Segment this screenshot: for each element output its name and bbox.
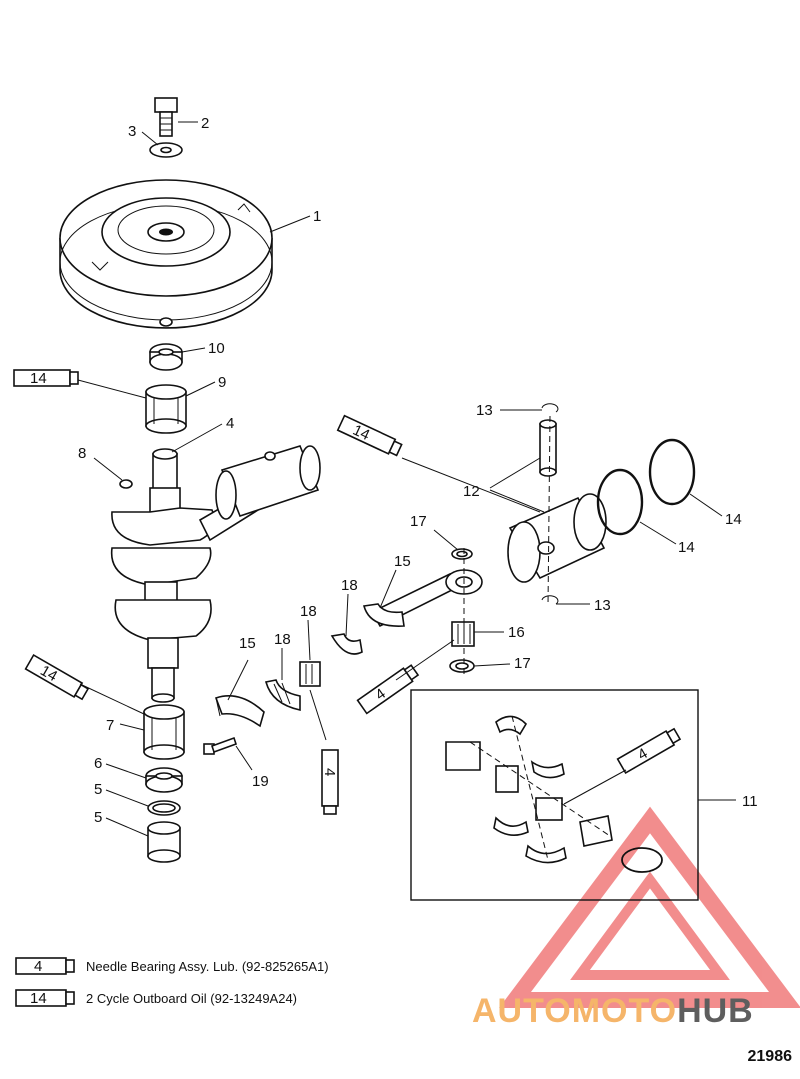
legend-item-outboard-oil: 2 Cycle Outboard Oil (92-13249A24) <box>86 991 298 1007</box>
callout-16: 16 <box>508 624 525 641</box>
lube-tube-icon: 14 <box>336 414 403 457</box>
bearing-cage-part-18-a <box>265 679 301 711</box>
svg-text:14: 14 <box>30 990 47 1007</box>
clip-part-13-bottom <box>541 595 559 605</box>
watermark-logo <box>499 806 800 1008</box>
tube-label: 14 <box>30 370 47 387</box>
bearing-cage-part-18-b <box>299 661 321 687</box>
tube-label: 14 <box>37 662 60 685</box>
lube-tube-icon: 4 <box>356 664 420 715</box>
washer-part-17-bottom <box>449 659 475 673</box>
lube-tube-icon: 4 <box>616 727 682 775</box>
bearing-part-9 <box>145 384 187 434</box>
callout-10: 10 <box>208 340 225 357</box>
callout-numbers: 2 3 1 10 9 4 8 7 6 5 5 15 19 18 18 18 15… <box>78 115 758 826</box>
ring-part-5 <box>147 800 181 816</box>
callout-18: 18 <box>300 603 317 620</box>
callout-17: 17 <box>514 655 531 672</box>
piston-ring-part-14-b <box>648 438 696 506</box>
callout-2: 2 <box>201 115 209 132</box>
callout-12: 12 <box>463 483 480 500</box>
tube-label: 14 <box>350 422 372 444</box>
callout-4: 4 <box>226 415 234 432</box>
callout-18: 18 <box>341 577 358 594</box>
legend-tube-4: 4 <box>15 957 75 975</box>
callout-1: 1 <box>313 208 321 225</box>
callout-15: 15 <box>239 635 256 652</box>
sleeve-part-5 <box>147 821 181 863</box>
callout-8: 8 <box>78 445 86 462</box>
callout-13: 13 <box>594 597 611 614</box>
lube-tube-icon: 14 <box>24 653 90 701</box>
callout-14: 14 <box>725 511 742 528</box>
bearing-part-7 <box>143 704 185 760</box>
bolt-part-2 <box>154 97 178 137</box>
piston-right <box>507 493 607 583</box>
callout-3: 3 <box>128 123 136 140</box>
needle-bearing-part-16 <box>451 621 475 647</box>
lube-tube-icon: 14 <box>13 369 79 387</box>
washer-part-3 <box>149 142 183 158</box>
washer-part-17-top <box>451 548 473 560</box>
piston-ring-part-14-a <box>596 468 644 536</box>
clip-part-13-top <box>541 403 559 413</box>
callout-9: 9 <box>218 374 226 391</box>
lube-tube-icon: 4 <box>321 749 339 815</box>
tube-label: 4 <box>321 768 338 776</box>
leader-lines <box>77 121 736 837</box>
bearing-cage-part-18-c <box>330 633 363 655</box>
rod-cap-part-15 <box>214 695 265 728</box>
screw-part-19 <box>203 736 238 755</box>
key-part-8 <box>119 479 133 489</box>
callout-5: 5 <box>94 809 102 826</box>
crankshaft-part-4 <box>110 448 216 703</box>
callout-18: 18 <box>274 631 291 648</box>
callout-14: 14 <box>678 539 695 556</box>
callout-15: 15 <box>394 553 411 570</box>
watermark-text: AUTOMOTOHUB <box>472 992 754 1030</box>
kit-box-part-11 <box>410 689 699 901</box>
callout-17: 17 <box>410 513 427 530</box>
assembled-piston <box>198 445 321 542</box>
callout-7: 7 <box>106 717 114 734</box>
flywheel-part-1 <box>59 179 273 329</box>
seal-part-6 <box>145 767 183 793</box>
callout-11: 11 <box>742 793 758 810</box>
svg-text:4: 4 <box>34 958 42 975</box>
callout-6: 6 <box>94 755 102 772</box>
figure-number: 21986 <box>747 1048 793 1065</box>
callout-19: 19 <box>252 773 269 790</box>
callout-5: 5 <box>94 781 102 798</box>
legend-tube-14: 14 <box>15 989 75 1007</box>
wrist-pin-part-12 <box>539 419 557 477</box>
callout-13: 13 <box>476 402 493 419</box>
legend-item-needle-bearing: Needle Bearing Assy. Lub. (92-825265A1) <box>86 959 329 975</box>
seal-part-10 <box>149 343 183 371</box>
assembly-axes <box>463 415 611 861</box>
